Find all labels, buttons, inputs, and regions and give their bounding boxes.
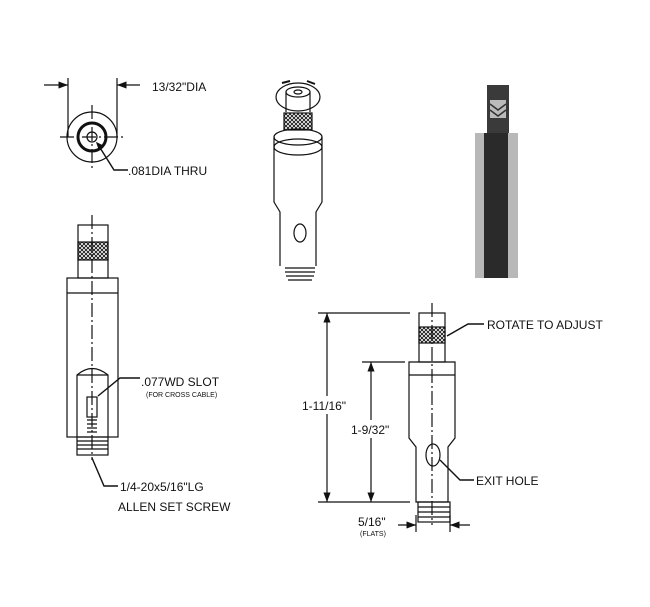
product-photo bbox=[475, 85, 518, 278]
slot-label: .077WD SLOT bbox=[141, 375, 220, 389]
flats-label: 5/16" bbox=[358, 515, 386, 529]
isometric-view bbox=[273, 80, 323, 281]
screw-label-1: 1/4-20x5/16"LG bbox=[120, 480, 204, 494]
side-view: .077WD SLOT (FOR CROSS CABLE) 1/4-20x5/1… bbox=[66, 215, 231, 514]
body-length-label: 1-9/32" bbox=[351, 423, 389, 437]
front-view: 1-11/16" 1-9/32" 5/16" (FLATS) ROTATE TO… bbox=[302, 303, 603, 538]
overall-length-label: 1-11/16" bbox=[302, 399, 346, 413]
diameter-label: 13/32"DIA bbox=[152, 80, 206, 94]
hole-label: .081DIA THRU bbox=[128, 164, 207, 178]
exit-hole-label: EXIT HOLE bbox=[476, 474, 538, 488]
slot-note: (FOR CROSS CABLE) bbox=[146, 392, 217, 399]
end-view: 13/32"DIA .081DIA THRU bbox=[44, 78, 207, 178]
rotate-label: ROTATE TO ADJUST bbox=[487, 318, 603, 332]
flats-note: (FLATS) bbox=[360, 531, 386, 538]
screw-label-2: ALLEN SET SCREW bbox=[118, 500, 231, 514]
